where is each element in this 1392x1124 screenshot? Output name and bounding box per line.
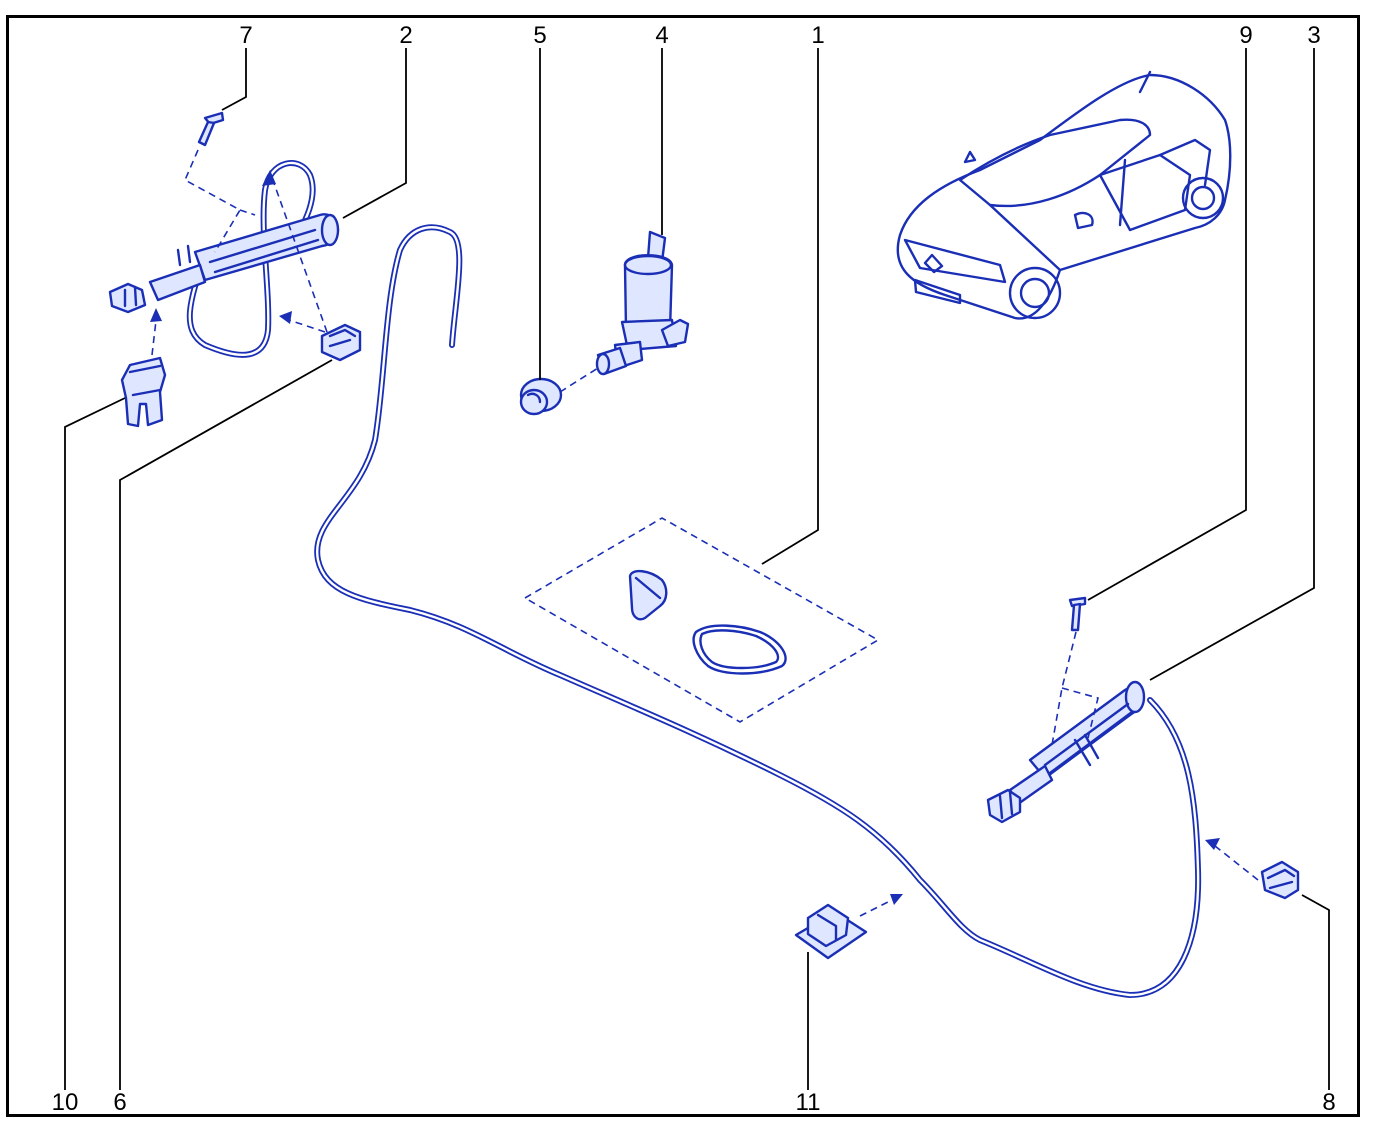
right-washer-jet-assembly xyxy=(986,680,1146,824)
callout-11: 11 xyxy=(796,1089,821,1116)
assembly-dashlines xyxy=(151,149,1259,917)
pump-grommet-dashline xyxy=(559,367,599,393)
clip-8 xyxy=(1260,860,1300,900)
callout-10: 10 xyxy=(52,1089,79,1116)
callout-2: 2 xyxy=(399,22,412,49)
washer-pump-4 xyxy=(595,230,690,376)
assembly-arrowheads xyxy=(150,170,1220,905)
callout-3: 3 xyxy=(1307,22,1320,49)
grommet-5 xyxy=(519,377,563,416)
rivet-7 xyxy=(197,111,225,147)
leader-lines xyxy=(64,48,1330,1090)
callout-8: 8 xyxy=(1322,1089,1335,1116)
rivet-9 xyxy=(1068,596,1087,632)
clip-11 xyxy=(794,903,868,960)
callout-7: 7 xyxy=(239,22,252,49)
callout-6: 6 xyxy=(113,1089,126,1116)
clip-10 xyxy=(120,356,167,428)
left-washer-jet-assembly xyxy=(108,160,340,358)
callout-labels: 7 2 5 4 1 9 3 10 6 11 8 xyxy=(52,22,1336,1116)
callout-9: 9 xyxy=(1239,22,1252,49)
vehicle-illustration xyxy=(896,70,1232,320)
diagram-frame xyxy=(6,15,1360,1117)
kit-1 xyxy=(523,517,880,723)
callout-4: 4 xyxy=(655,22,668,49)
main-washer-hose xyxy=(314,224,1202,998)
clip-6 xyxy=(320,323,362,362)
callout-1: 1 xyxy=(811,22,824,49)
callout-5: 5 xyxy=(533,22,546,49)
